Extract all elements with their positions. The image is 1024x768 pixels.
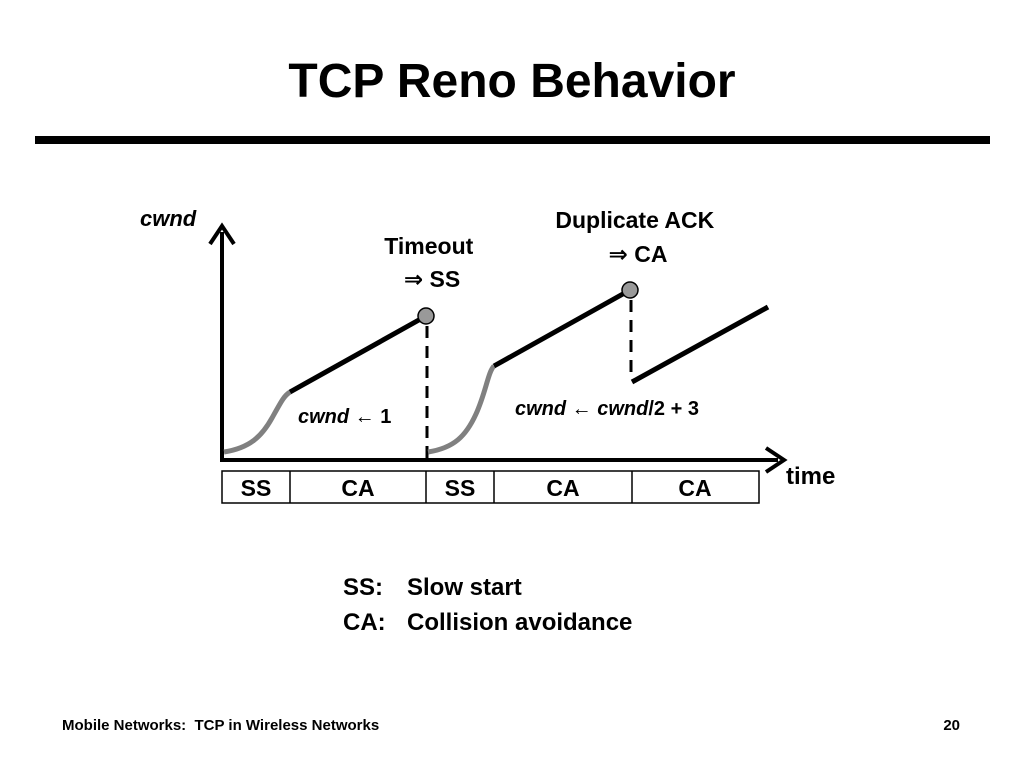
- cwnd-halve-note-rest: /2 + 3: [648, 398, 699, 420]
- y-axis-arrowhead: [208, 222, 236, 246]
- slide-title: TCP Reno Behavior: [288, 55, 736, 108]
- cwnd-halve-note-var2: cwnd: [597, 398, 649, 420]
- duplicate-ack-event-marker: [621, 281, 639, 299]
- legend-text: Collision avoidance: [407, 609, 633, 636]
- legend-text: Slow start: [407, 574, 522, 601]
- phase-label-ca: CA: [341, 475, 374, 501]
- duplicate-ack-label-line1: Duplicate ACK: [555, 207, 714, 233]
- y-axis-label: cwnd: [140, 206, 197, 231]
- cwnd-halve-note: cwnd ← cwnd/2 + 3: [515, 398, 699, 420]
- x-axis-label: time: [786, 463, 835, 490]
- title-divider: [35, 136, 990, 144]
- legend-row-ca: CA: Collision avoidance: [343, 605, 632, 640]
- congestion-avoidance-line-1: [288, 313, 428, 395]
- phase-label-ca: CA: [678, 475, 711, 501]
- phase-label-ss: SS: [445, 475, 476, 501]
- phase-label-ss: SS: [241, 475, 272, 501]
- legend-row-ss: SS: Slow start: [343, 570, 632, 605]
- cwnd-halve-note-var1: cwnd: [515, 398, 567, 420]
- slow-start-curve-1: [223, 389, 292, 455]
- x-axis-arrowhead: [764, 446, 788, 474]
- footer-page-number: 20: [943, 717, 960, 734]
- cwnd-reset-note: cwnd ← 1: [298, 406, 391, 428]
- congestion-avoidance-line-3: [630, 304, 770, 385]
- duplicate-ack-label: Duplicate ACK ⇒ CA: [555, 207, 720, 267]
- slow-start-curve-2: [427, 364, 497, 455]
- phase-label-ca: CA: [546, 475, 579, 501]
- cwnd-reset-note-rest: ← 1: [349, 406, 391, 428]
- timeout-label: Timeout ⇒ SS: [384, 233, 479, 292]
- cwnd-reset-note-var: cwnd: [298, 406, 350, 428]
- footer-course-title: Mobile Networks: TCP in Wireless Network…: [62, 717, 380, 734]
- abbreviation-legend: SS: Slow start CA: Collision avoidance: [343, 570, 632, 640]
- timeout-label-line1: Timeout: [384, 233, 473, 259]
- phase-strip: [221, 470, 760, 504]
- legend-abbr: SS:: [343, 574, 384, 601]
- cwnd-halve-note-mid: ←: [566, 398, 597, 420]
- congestion-avoidance-line-2: [492, 287, 632, 369]
- timeout-label-line2: ⇒ SS: [404, 266, 460, 292]
- legend-abbr: CA:: [343, 609, 386, 636]
- duplicate-ack-label-line2: ⇒ CA: [609, 241, 668, 267]
- timeout-event-marker: [417, 307, 435, 325]
